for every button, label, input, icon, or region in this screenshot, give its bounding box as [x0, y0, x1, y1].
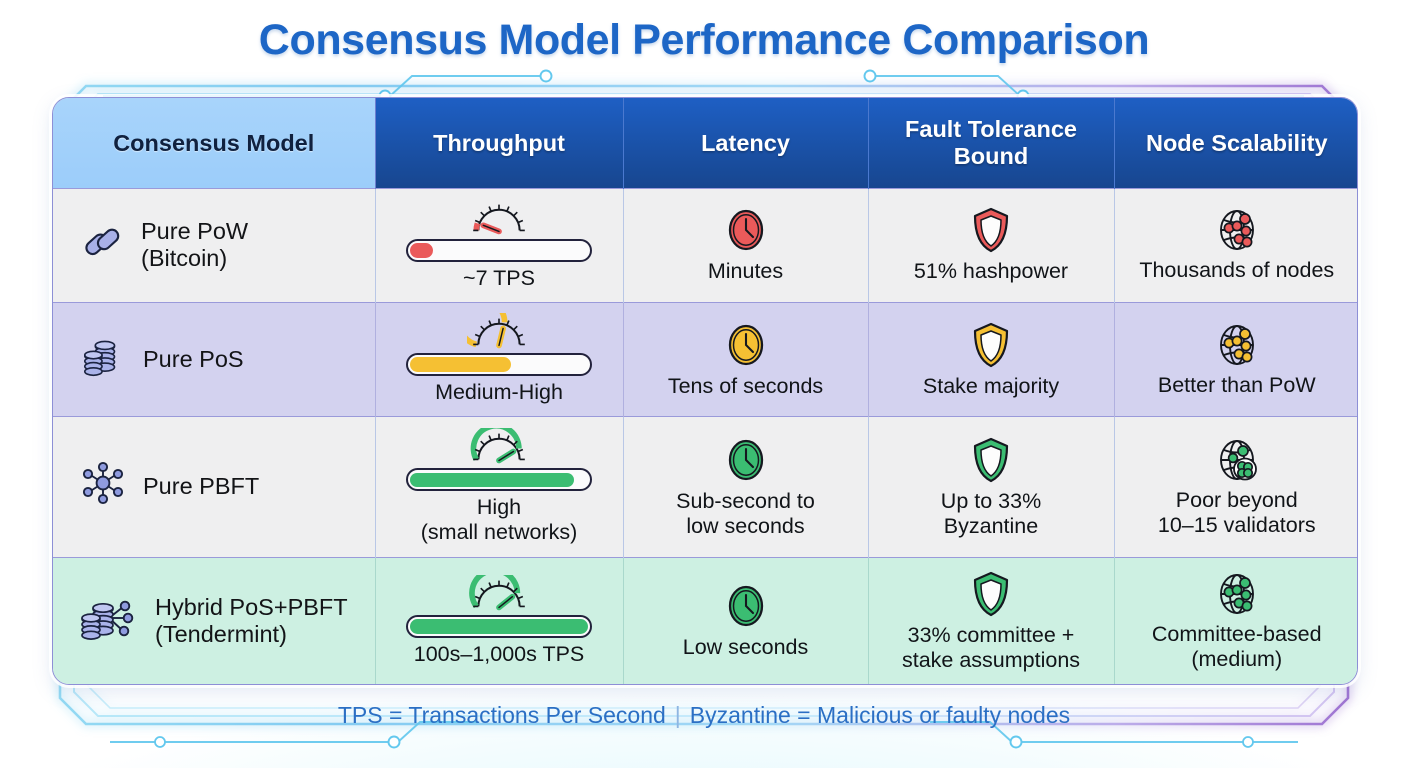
model-name: Pure PoW (Bitcoin) — [141, 218, 249, 272]
legend-footer: TPS = Transactions Per Second | Byzantine … — [0, 702, 1408, 729]
latency-label: Tens of seconds — [667, 373, 824, 398]
cell-throughput: Medium-High — [375, 296, 624, 417]
cell-consensus-model: Pure PoW (Bitcoin) — [53, 187, 376, 303]
model-name: Hybrid PoS+PBFT (Tendermint) — [155, 594, 348, 647]
node-scalability-label: Better than PoW — [1157, 372, 1316, 397]
model-name: Pure PoS — [143, 345, 244, 372]
globe-network-icon — [1212, 570, 1262, 618]
column-header-latency: Latency — [623, 98, 869, 188]
clock-icon — [723, 581, 769, 631]
column-header-fault-tolerance-bound: Fault Tolerance Bound — [868, 98, 1115, 188]
clock-icon — [723, 435, 769, 485]
throughput-progress-bar — [406, 614, 592, 638]
fault-tolerance-label: 51% hashpower — [913, 259, 1069, 284]
shield-icon — [969, 205, 1013, 255]
node-scalability-label: Poor beyond 10–15 validators — [1157, 487, 1316, 537]
header-label: Consensus Model — [113, 129, 315, 156]
fault-tolerance-label: Up to 33% Byzantine — [940, 488, 1042, 538]
gauge-icon — [467, 423, 531, 468]
header-label: Latency — [701, 129, 790, 156]
cell-latency: Low seconds — [623, 556, 869, 684]
table-header: Consensus Model Throughput Latency Fault… — [53, 98, 1357, 188]
throughput-progress-fill — [410, 243, 434, 258]
clock-icon — [723, 320, 769, 370]
header-row: Consensus Model Throughput Latency Fault… — [53, 98, 1357, 188]
coins-network-icon — [79, 594, 139, 648]
throughput-label: 100s–1,000s TPS — [413, 641, 585, 666]
shield-icon — [969, 569, 1013, 619]
cell-throughput: ~7 TPS — [375, 187, 624, 303]
model-name: Pure PBFT — [143, 473, 260, 500]
comparison-table: Consensus Model Throughput Latency Fault… — [53, 98, 1357, 684]
throughput-progress-fill — [410, 472, 574, 487]
table-row: Hybrid PoS+PBFT (Tendermint) 100s–1,000s… — [53, 556, 1357, 684]
column-header-throughput: Throughput — [375, 98, 624, 188]
throughput-progress-fill — [410, 357, 512, 372]
latency-label: Low seconds — [682, 635, 809, 660]
header-label: Fault Tolerance Bound — [905, 116, 1077, 169]
throughput-label: Medium-High — [435, 380, 563, 405]
shield-icon — [969, 435, 1013, 485]
node-scalability-label: Committee-based (medium) — [1151, 621, 1322, 671]
coin-stack-icon — [79, 333, 127, 385]
table-row: Pure PoW (Bitcoin) ~7 TPS Minutes — [53, 187, 1357, 303]
fault-tolerance-label: 33% committee + stake assumptions — [901, 622, 1081, 672]
header-label: Throughput — [433, 129, 565, 156]
table-row: Pure PBFT High (small networks) Sub-sec — [53, 415, 1357, 558]
cell-consensus-model: Pure PoS — [53, 301, 376, 417]
cell-latency: Tens of seconds — [623, 301, 869, 417]
cell-node-scalability: Committee-based (medium) — [1114, 556, 1357, 684]
throughput-label: ~7 TPS — [463, 266, 535, 291]
throughput-progress-bar — [406, 239, 592, 263]
column-header-node-scalability: Node Scalability — [1114, 98, 1357, 188]
shield-icon — [969, 320, 1013, 370]
comparison-table-card: Consensus Model Throughput Latency Fault… — [52, 97, 1358, 685]
cell-fault-tolerance: Stake majority — [868, 301, 1115, 417]
column-header-consensus-model: Consensus Model — [53, 98, 376, 188]
cell-fault-tolerance: 51% hashpower — [868, 187, 1115, 303]
cell-node-scalability: Poor beyond 10–15 validators — [1114, 415, 1357, 558]
cell-fault-tolerance: 33% committee + stake assumptions — [868, 556, 1115, 684]
chain-link-icon — [79, 219, 125, 271]
globe-network-icon — [1212, 206, 1262, 254]
cell-fault-tolerance: Up to 33% Byzantine — [868, 415, 1115, 558]
cell-node-scalability: Thousands of nodes — [1114, 187, 1357, 303]
legend-byzantine: Byzantine = Malicious or faulty nodes — [689, 702, 1071, 728]
network-hub-icon — [79, 459, 127, 513]
latency-label: Sub-second to low seconds — [676, 488, 815, 538]
table-row: Pure PoS Medium-High Tens of seconds — [53, 296, 1357, 417]
gauge-icon — [467, 199, 531, 239]
legend-tps: TPS = Transactions Per Second — [337, 702, 666, 728]
node-scalability-label: Thousands of nodes — [1139, 258, 1335, 283]
cell-throughput: 100s–1,000s TPS — [375, 556, 624, 684]
latency-label: Minutes — [707, 259, 784, 284]
globe-cluster-icon — [1212, 436, 1262, 484]
cell-latency: Minutes — [623, 187, 869, 303]
table-body: Pure PoW (Bitcoin) ~7 TPS Minutes — [53, 187, 1357, 684]
throughput-label: High (small networks) — [420, 495, 578, 545]
gauge-icon — [467, 567, 531, 615]
cell-node-scalability: Better than PoW — [1114, 301, 1357, 417]
fault-tolerance-label: Stake majority — [922, 373, 1060, 398]
cell-consensus-model: Hybrid PoS+PBFT (Tendermint) — [53, 556, 376, 684]
globe-network-icon — [1212, 321, 1262, 369]
clock-icon — [723, 205, 769, 255]
gauge-icon — [456, 296, 531, 353]
cell-latency: Sub-second to low seconds — [623, 415, 869, 558]
page-title: Consensus Model Performance Comparison — [258, 16, 1150, 64]
throughput-progress-bar — [406, 353, 592, 377]
throughput-progress-fill — [410, 619, 588, 634]
header-label: Node Scalability — [1145, 129, 1328, 156]
cell-consensus-model: Pure PBFT — [53, 415, 376, 558]
throughput-progress-bar — [406, 468, 592, 492]
cell-throughput: High (small networks) — [375, 415, 624, 558]
legend-separator: | — [674, 702, 681, 728]
